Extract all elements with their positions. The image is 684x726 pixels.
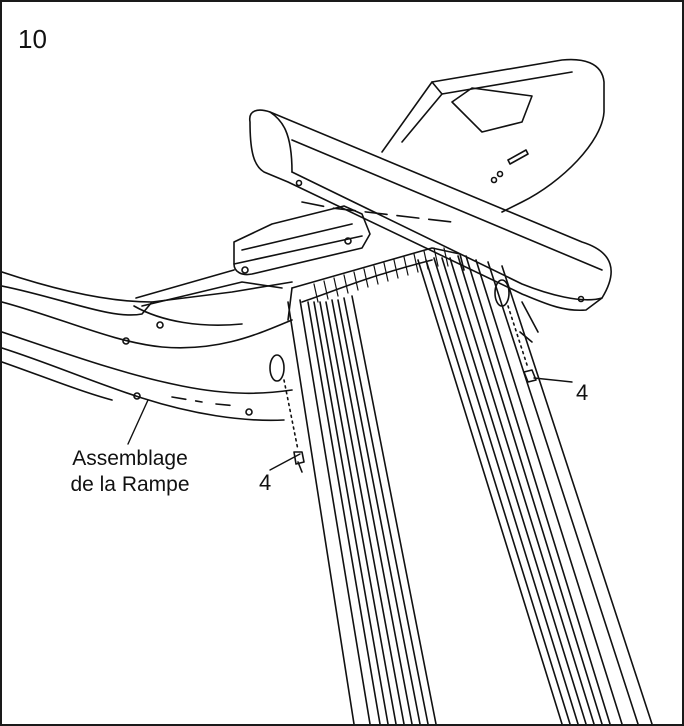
uprights [287,247,653,724]
leader-lines [127,377,573,471]
screw-callout-left: 4 [259,470,272,495]
screws [269,279,537,473]
screw-callout-right: 4 [576,380,589,405]
console [248,58,612,312]
assembly-label-line2: de la Rampe [70,473,190,496]
step-number: 10 [18,24,47,54]
handrail-assembly [2,271,293,422]
console-mount [135,205,371,307]
handrail-assembly-label: Assemblage de la Rampe [50,446,210,498]
assembly-label-line1: Assemblage [72,447,188,470]
